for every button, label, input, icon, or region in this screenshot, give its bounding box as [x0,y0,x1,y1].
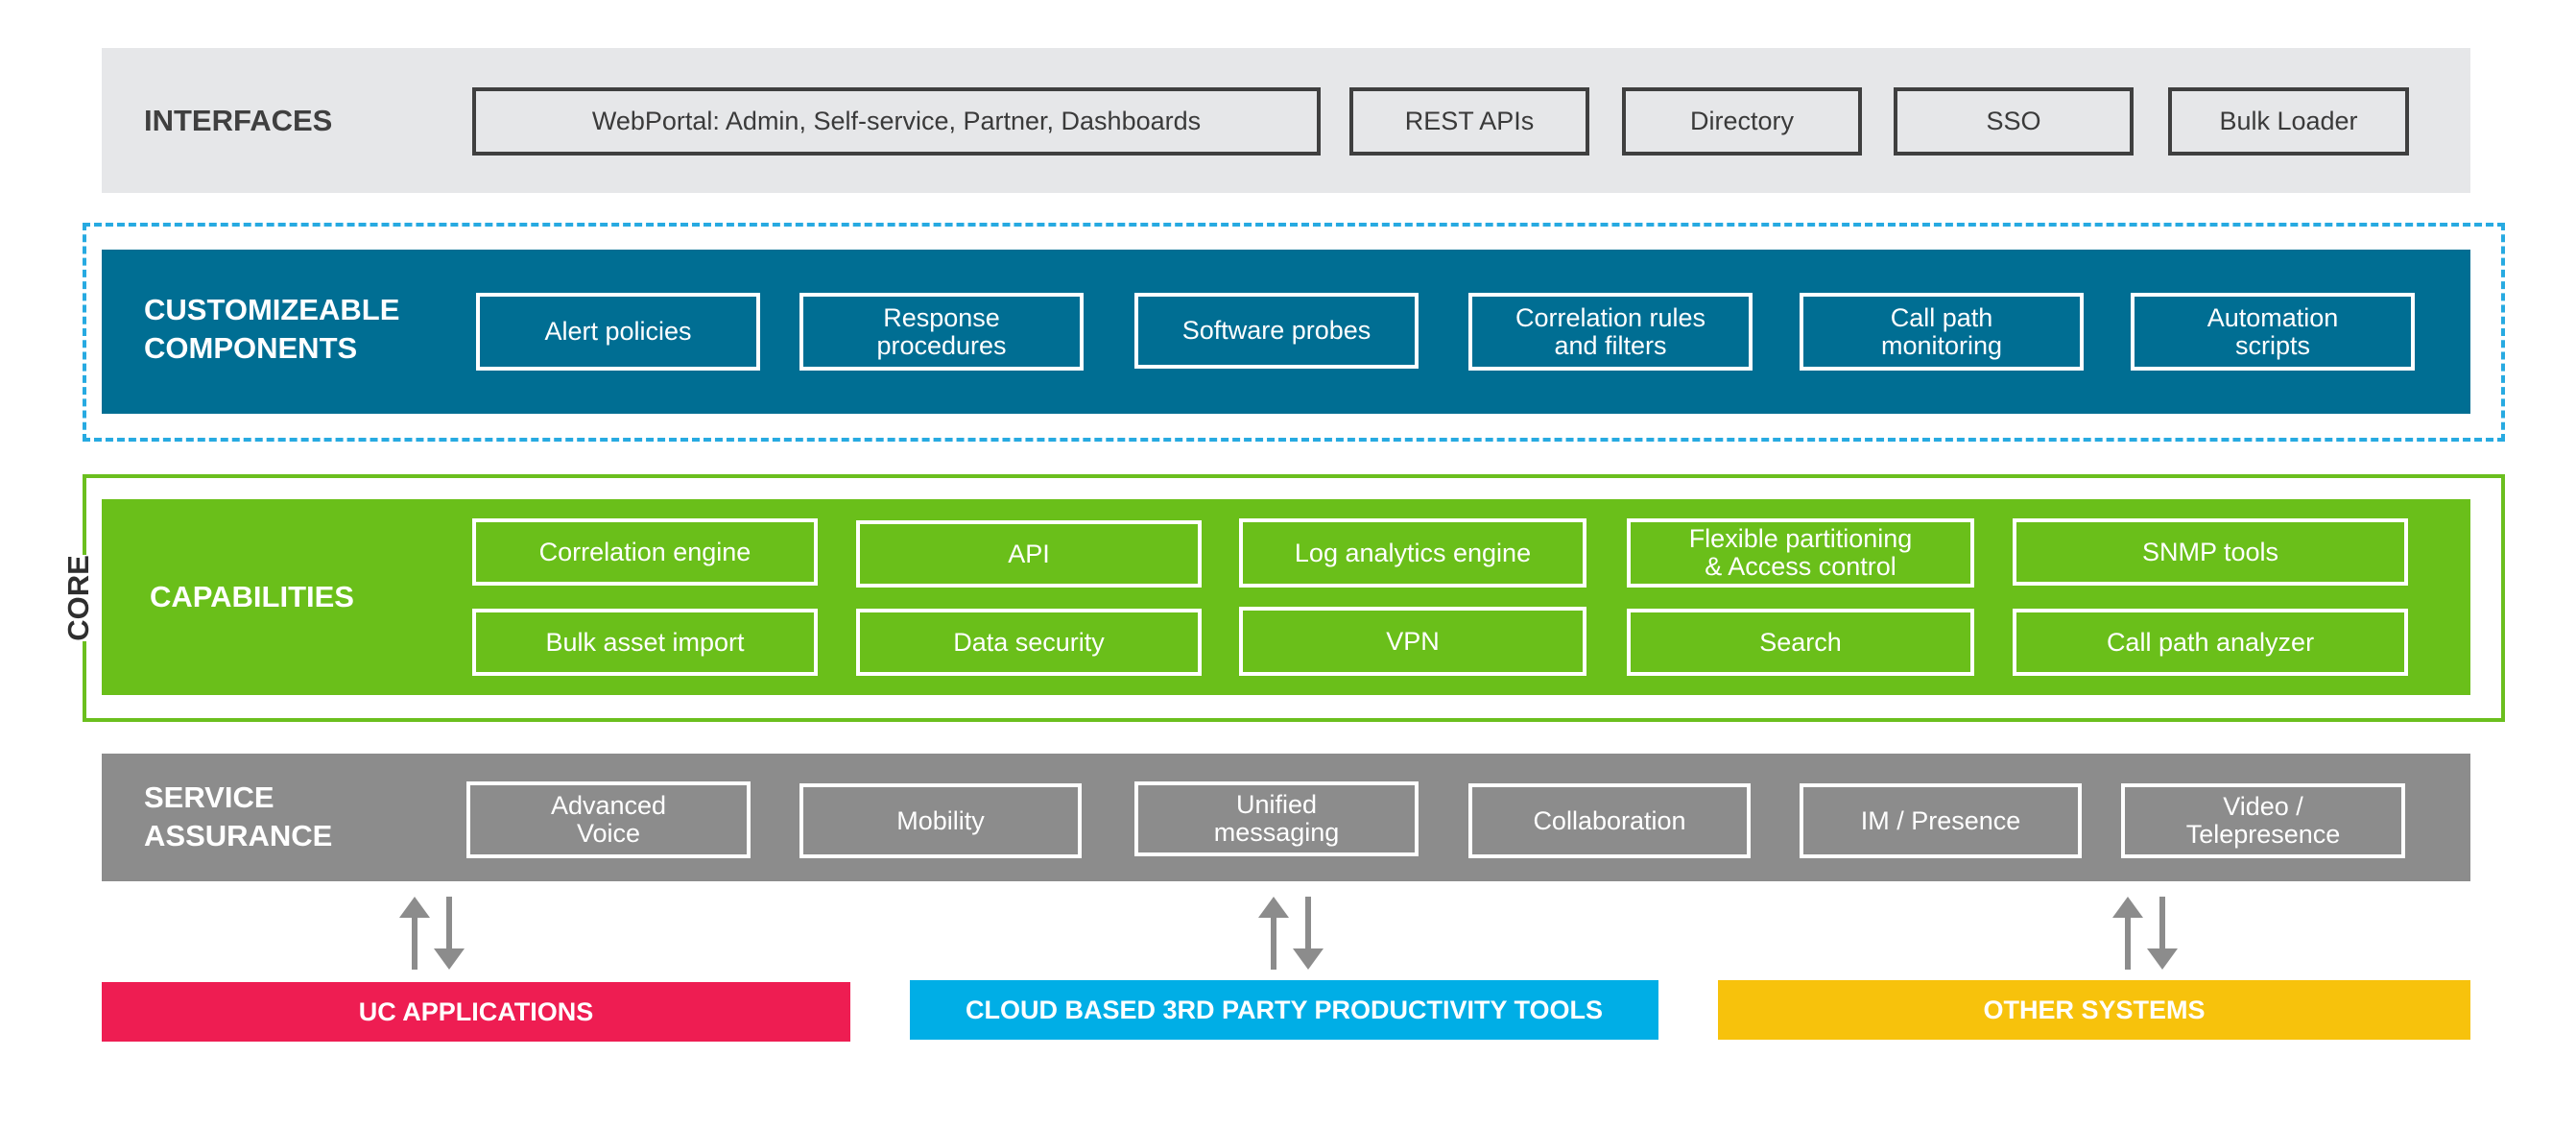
service-collaboration: Collaboration [1468,783,1751,858]
service-assurance-label: SERVICE ASSURANCE [144,780,333,852]
customizable-dashed-frame [83,223,2505,442]
core-label: CORE [60,555,98,641]
interfaces-layer: INTERFACES WebPortal: Admin, Self-servic… [102,48,2470,193]
service-unified-messaging: Unified messaging [1134,781,1419,856]
bidirectional-arrow-icon [1258,897,1324,970]
capability-api: API [856,520,1202,588]
capability-vpn: VPN [1239,607,1586,676]
capability-bulk-asset-import: Bulk asset import [472,609,818,676]
service-mobility: Mobility [799,783,1082,858]
capability-log-analytics-engine: Log analytics engine [1239,518,1586,588]
component-automation-scripts: Automation scripts [2131,293,2415,371]
interface-bulk-loader: Bulk Loader [2168,87,2409,156]
capability-data-security: Data security [856,609,1202,676]
other-systems-label: OTHER SYSTEMS [1983,995,2206,1024]
other-systems-bar: OTHER SYSTEMS [1718,980,2470,1040]
service-im-presence: IM / Presence [1800,783,2082,858]
interface-webportal: WebPortal: Admin, Self-service, Partner,… [472,87,1321,156]
component-response-procedures: Response procedures [799,293,1084,371]
bidirectional-arrow-icon [399,897,465,970]
capability-snmp-tools: SNMP tools [2013,518,2408,586]
capabilities-layer: CAPABILITIES Correlation engine API Log … [102,499,2470,695]
capability-correlation-engine: Correlation engine [472,518,818,586]
capability-flexible-partitioning: Flexible partitioning & Access control [1627,518,1974,588]
component-software-probes: Software probes [1134,293,1419,369]
service-assurance-layer: SERVICE ASSURANCE Advanced Voice Mobilit… [102,754,2470,881]
interfaces-label: INTERFACES [144,104,333,137]
bidirectional-arrow-icon [2112,897,2178,970]
component-call-path-monitoring: Call path monitoring [1800,293,2084,371]
customizable-label: CUSTOMIZEABLE COMPONENTS [144,293,400,365]
interface-rest-apis: REST APIs [1349,87,1589,156]
capability-call-path-analyzer: Call path analyzer [2013,609,2408,676]
core-label-text: CORE [61,555,96,641]
component-correlation-rules: Correlation rules and filters [1468,293,1753,371]
interface-sso: SSO [1894,87,2134,156]
uc-applications-bar: UC APPLICATIONS [102,982,850,1042]
capabilities-label: CAPABILITIES [150,580,354,613]
service-video-telepresence: Video / Telepresence [2121,783,2405,858]
cloud-tools-label: CLOUD BASED 3RD PARTY PRODUCTIVITY TOOLS [965,995,1604,1024]
service-advanced-voice: Advanced Voice [466,781,751,858]
capability-search: Search [1627,609,1974,676]
customizable-components-layer: CUSTOMIZEABLE COMPONENTS Alert policies … [102,250,2470,414]
uc-applications-label: UC APPLICATIONS [358,996,594,1026]
cloud-tools-bar: CLOUD BASED 3RD PARTY PRODUCTIVITY TOOLS [910,980,1658,1040]
component-alert-policies: Alert policies [476,293,760,371]
interface-directory: Directory [1622,87,1862,156]
